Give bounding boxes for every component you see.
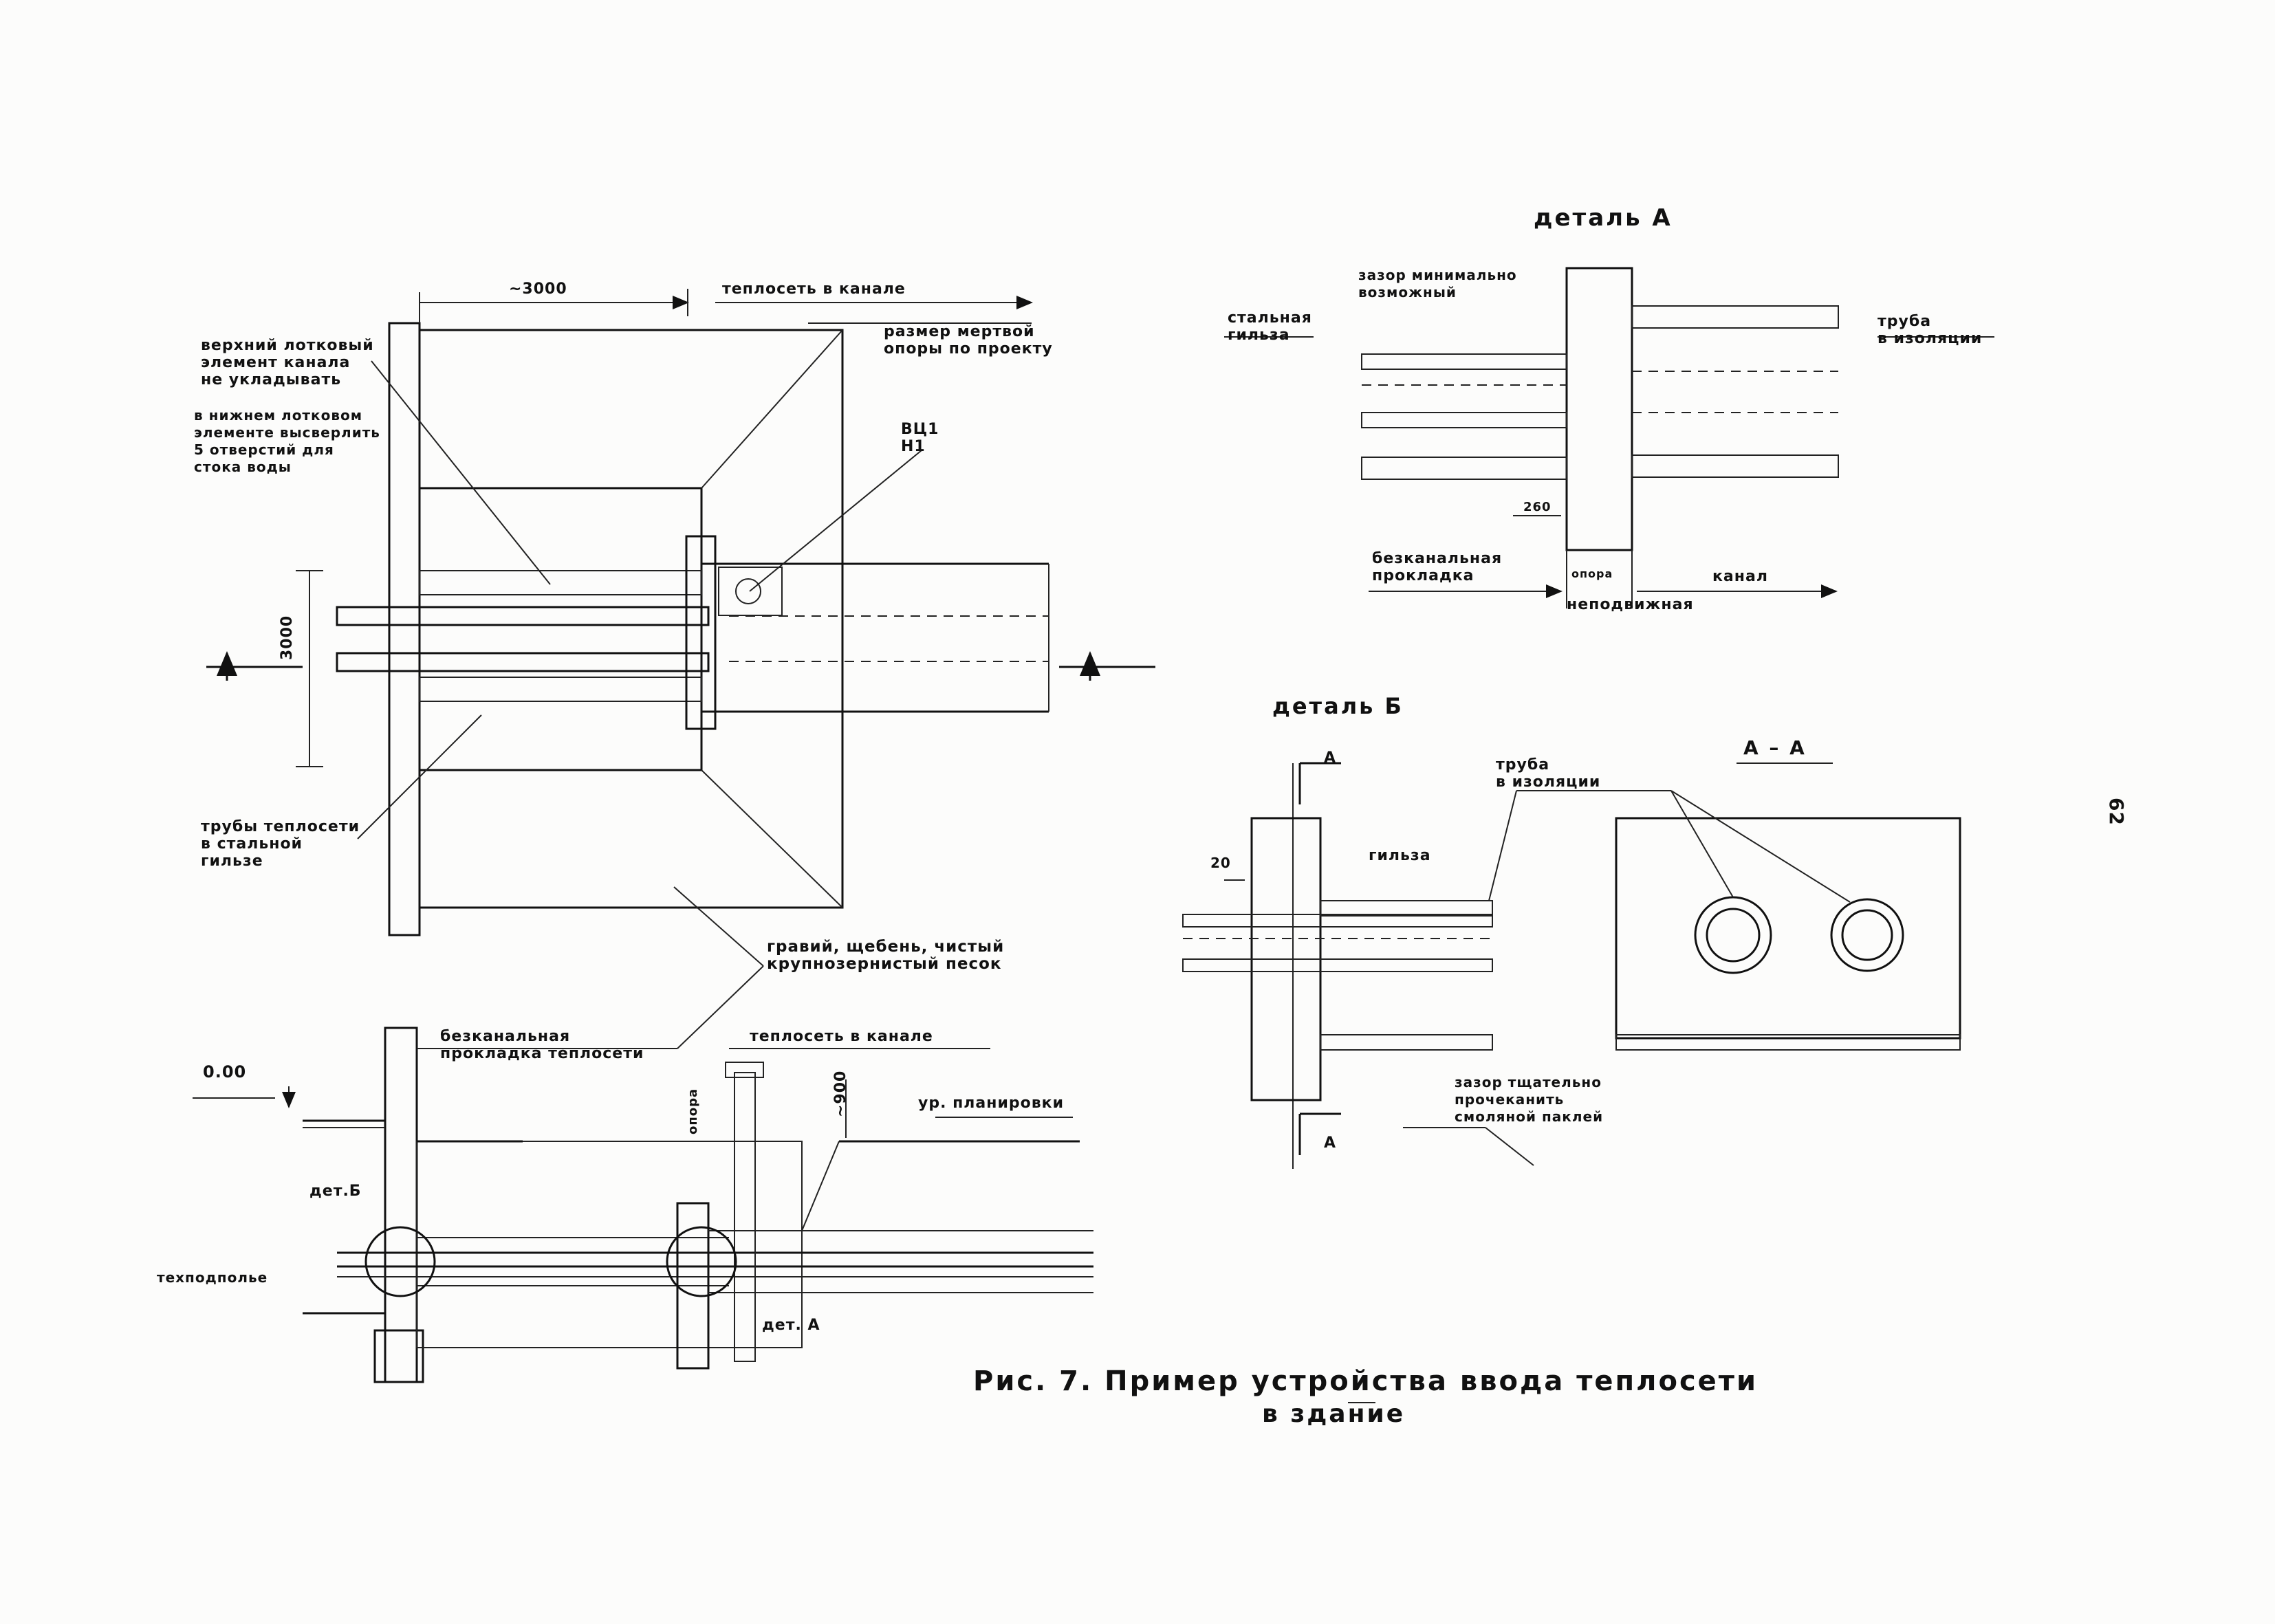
plan-dim-top: ~3000 [509, 281, 567, 298]
plan-label-gravel: гравий, щебень, чистый крупнозернистый п… [767, 938, 1005, 973]
plan-pipe-lower [336, 652, 710, 672]
detail-a-drawing [1224, 267, 1994, 608]
detail-b-label-gap: зазор тщательно прочеканить смоляной пак… [1455, 1074, 1604, 1125]
detail-a-title: деталь А [1534, 204, 1673, 232]
plan-view [206, 289, 1155, 967]
detail-b-pipe [1182, 914, 1493, 928]
section-label-basement: техподполье [157, 1269, 268, 1286]
detail-b-callout-circle [364, 1226, 436, 1297]
section-label-ductless: безканальная прокладка теплосети [440, 1028, 644, 1062]
plan-dim-side: 3000 [279, 615, 296, 660]
detail-a-label-ductless: безканальная прокладка [1372, 550, 1503, 584]
plan-label-vu1: ВЦ1 Н1 [901, 421, 939, 455]
detail-a-callout-circle [666, 1226, 737, 1297]
plan-gravel-fill [418, 329, 844, 909]
detail-a-label-pipe: труба в изоляции [1877, 313, 1983, 347]
detail-b-title: деталь Б [1272, 693, 1404, 719]
page-number: 62 [2105, 798, 2128, 826]
figure-caption-line1: Рис. 7. Пример устройства ввода теплосет… [973, 1365, 1758, 1397]
detail-a-label-channel: канал [1712, 568, 1768, 585]
section-support-column [734, 1072, 756, 1362]
detail-b-section-mark-top: А [1324, 749, 1337, 767]
plan-manhole [718, 567, 783, 616]
detail-a-dim-260: 260 [1523, 500, 1552, 514]
section-gravel-fill [416, 1141, 803, 1348]
detail-a-label-sleeve: стальная гильза [1228, 309, 1312, 344]
section-label-support: опора [686, 1088, 700, 1134]
figure-caption-line2: в здание [1262, 1400, 1406, 1428]
detail-a-wall [1565, 267, 1633, 551]
plan-fixed-support [685, 535, 717, 730]
section-label-det-b: дет.Б [309, 1183, 362, 1200]
plan-label-network-channel: теплосеть в канале [722, 281, 906, 298]
detail-b-section-title: А – А [1743, 736, 1807, 759]
plan-label-holes: в нижнем лотковом элементе высверлить 5 … [194, 407, 380, 475]
plan-drain-circle [735, 578, 761, 604]
section-label-grade: ур. планировки [918, 1095, 1065, 1112]
section-label-000: 0.00 [203, 1062, 247, 1082]
section-foundation [373, 1329, 424, 1383]
detail-b-label-pipe: труба в изоляции [1496, 756, 1601, 791]
section-a-a-pipe-right [1830, 898, 1904, 972]
section-label-900: ~900 [832, 1070, 849, 1117]
detail-a-label-gap: зазор минимально возможный [1358, 267, 1517, 300]
section-a-a-block [1615, 817, 1961, 1040]
section-building-wall [384, 1027, 418, 1383]
section-label-det-a: дет. А [762, 1317, 820, 1334]
plan-pipe-upper [336, 606, 710, 626]
detail-b-dim-20: 20 [1210, 855, 1231, 871]
section-label-channel: теплосеть в канале [750, 1028, 933, 1045]
plan-label-pipes: трубы теплосети в стальной гильзе [201, 818, 360, 870]
detail-a-label-fixed: неподвижная [1567, 596, 1694, 613]
detail-a-label-support: опора [1571, 567, 1613, 580]
detail-b-drawing [1182, 762, 1961, 1169]
detail-b-label-sleeve: гильза [1369, 847, 1431, 864]
section-view [193, 965, 1093, 1383]
detail-b-section-mark-bottom: А [1324, 1134, 1337, 1152]
plan-label-support-size: размер мертвой опоры по проекту [884, 323, 1053, 358]
plan-label-top-element: верхний лотковый элемент канала не уклад… [201, 337, 374, 388]
